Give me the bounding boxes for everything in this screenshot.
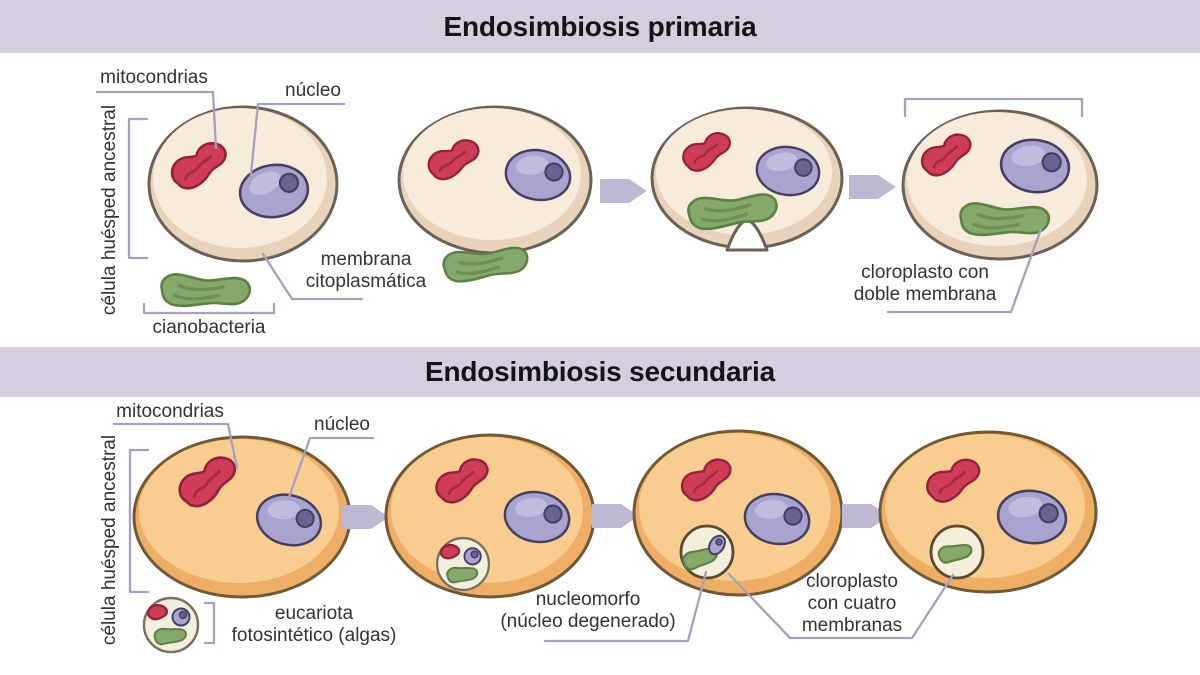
label-membrane: membrana citoplasmática [305, 249, 427, 292]
secondary-title: Endosimbiosis secundaria [425, 356, 775, 387]
leader-chloroplast-four [727, 572, 955, 640]
primary-title-band: Endosimbiosis primaria [0, 0, 1200, 53]
cyanobacteria-shape [158, 271, 253, 312]
leader-nucleomorph [543, 570, 708, 643]
nucleomorph-plastid-shape [679, 524, 735, 580]
bracket-host-cell [127, 117, 149, 260]
label-mitochondria-secondary: mitocondrias [116, 401, 224, 422]
secondary-stage2-cell [384, 433, 596, 599]
bracket-cyanobacteria [142, 302, 276, 315]
label-nucleomorph: nucleomorfo (núcleo degenerado) [500, 589, 676, 632]
label-eukaryote: eucariota fotosintético (algas) [231, 603, 397, 646]
bracket-host-cell [128, 448, 150, 594]
arrow-icon [592, 504, 639, 528]
leader-mitochondria [95, 90, 218, 150]
label-host-cell-primary: célula huésped ancestral [99, 104, 120, 316]
arrow-icon [600, 179, 647, 203]
bracket-stage4-cell [903, 97, 1084, 118]
label-chloroplast-four: cloroplasto con cuatro membranas [801, 571, 903, 636]
leader-chloroplast-double [886, 227, 1043, 314]
leader-membrane [261, 252, 364, 301]
four-membrane-chloroplast-shape [929, 524, 985, 580]
label-nucleus-primary: núcleo [285, 80, 341, 101]
secondary-title-band: Endosimbiosis secundaria [0, 347, 1200, 397]
arrow-icon [849, 175, 896, 199]
primary-stage2-cell [397, 105, 593, 255]
label-host-cell-secondary: célula huésped ancestral [99, 434, 120, 646]
arrow-icon [842, 504, 889, 528]
label-chloroplast-double: cloroplasto con doble membrana [853, 262, 997, 305]
primary-stage1-cell [147, 105, 339, 263]
primary-stage4-cell [901, 109, 1099, 261]
leader-nucleus [286, 436, 375, 502]
secondary-stage1-cell [132, 435, 352, 599]
engulfed-eukaryote-shape [437, 538, 489, 590]
label-nucleus-secondary: núcleo [314, 414, 370, 435]
chloroplast-shape [957, 200, 1052, 241]
photosynthetic-eukaryote-shape [144, 598, 198, 652]
label-mitochondria-primary: mitocondrias [100, 67, 208, 88]
leader-nucleus [248, 102, 346, 186]
arrow-icon [342, 505, 389, 529]
label-cyanobacteria: cianobacteria [152, 317, 266, 338]
bracket-eukaryote [203, 601, 216, 645]
leader-mitochondria [112, 422, 239, 470]
secondary-stage3-cell [632, 429, 844, 597]
primary-title: Endosimbiosis primaria [443, 10, 757, 42]
primary-stage3-cell [650, 106, 844, 252]
secondary-stage4-cell [878, 430, 1098, 594]
